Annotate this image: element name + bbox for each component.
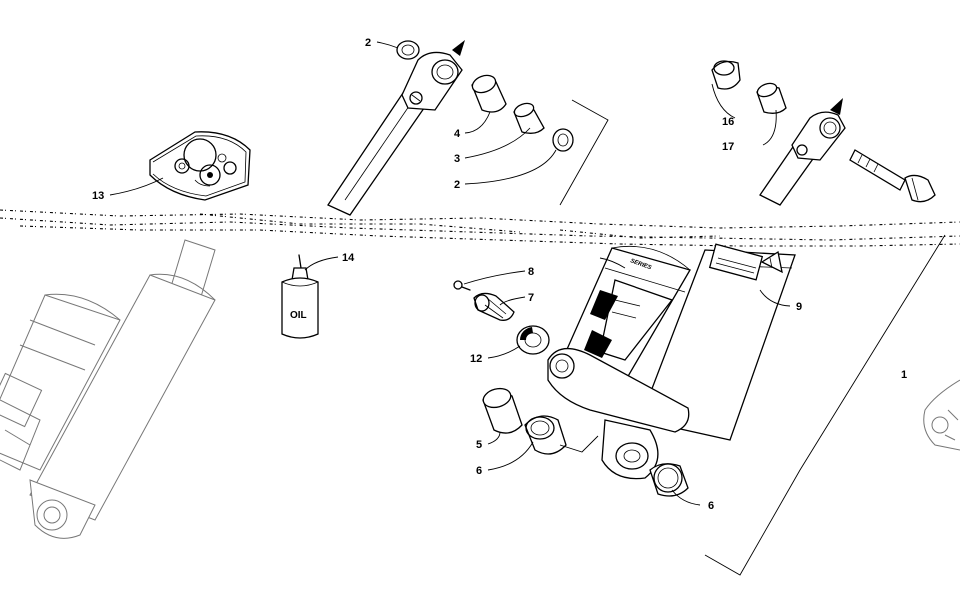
callout-numbers: 2 4 3 2 13 14 8 7 12 5 6 6 9 1 16 17	[92, 37, 907, 512]
part-17-spacer	[756, 82, 787, 114]
part-14-oil-bottle: OIL	[281, 254, 319, 339]
callout-8: 8	[528, 266, 534, 278]
part-6-sleeve-right	[649, 463, 689, 497]
bracket-upper	[559, 99, 609, 206]
part-2-washer-bottom	[552, 128, 574, 152]
callout-12: 12	[470, 353, 482, 365]
callout-1: 1	[901, 369, 907, 381]
callout-5: 5	[476, 439, 482, 451]
callout-17: 17	[722, 141, 734, 153]
part-2-washer-top	[396, 40, 420, 60]
part-4-bushing	[471, 74, 507, 113]
part-12-ring	[516, 325, 550, 355]
background-shock-left	[0, 239, 216, 539]
part-13-seal-kit	[149, 131, 251, 201]
callout-2-top: 2	[365, 37, 371, 49]
scan-noise-band	[0, 209, 960, 247]
part-6-sleeve-left	[524, 415, 567, 455]
callout-3: 3	[454, 153, 460, 165]
part-7-knob	[473, 292, 515, 321]
part-5-bushing	[482, 387, 523, 434]
bracket-part-1	[704, 234, 946, 576]
callout-6-left: 6	[476, 465, 482, 477]
background-shock-right-edge	[923, 379, 960, 451]
callout-7: 7	[528, 292, 534, 304]
callout-14: 14	[342, 252, 355, 264]
callout-16: 16	[722, 116, 734, 128]
part-8-screw	[453, 280, 471, 291]
bracket-lower	[559, 435, 599, 453]
leader-lines	[109, 41, 791, 506]
upper-shaft-assembly	[327, 40, 465, 216]
part-16-bushing	[711, 60, 741, 90]
callout-2-bottom: 2	[454, 179, 460, 191]
callout-13: 13	[92, 190, 104, 202]
upper-right-eye-assembly	[759, 98, 936, 206]
callout-9: 9	[796, 301, 802, 313]
oil-bottle-label: OIL	[290, 310, 307, 321]
callout-4: 4	[454, 128, 461, 140]
part-3-spacer	[513, 102, 545, 134]
main-shock-body: SERIES	[547, 243, 796, 480]
callout-6-right: 6	[708, 500, 714, 512]
